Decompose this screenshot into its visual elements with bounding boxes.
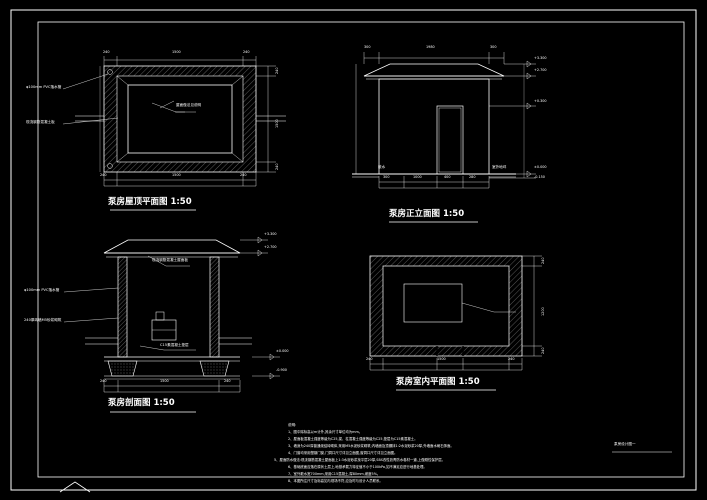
roof-plan-geometry xyxy=(62,56,286,211)
notes-item-2: 2、屋面板混凝土强度等级为C25,梁、柱混凝土强度等级为C25,垫层为C15素混… xyxy=(288,437,418,441)
front-level-5: -0.150 xyxy=(534,175,545,179)
section-level-1: +3.300 xyxy=(264,232,277,236)
roof-plan-dim-right-3: 240 xyxy=(275,163,279,170)
section-label-brickwall: 240厚砖墙M5砂浆砌筑 xyxy=(24,318,62,322)
roof-plan-dim-bot-3: 240 xyxy=(240,173,247,177)
front-level-2: +2.700 xyxy=(534,68,547,72)
section-label-downpipe: φ100mm PVC落水管 xyxy=(24,288,60,292)
interior-plan-geometry xyxy=(369,255,542,391)
notes-item-8: 8、本图所注尺寸及标高如与现场不符,应及时与设计人员联系。 xyxy=(288,479,383,483)
notes-item-7: 7、室外散水宽700mm,采用C15混凝土,厚80mm,坡度5%。 xyxy=(288,472,381,476)
roof-plan-title: 泵房屋顶平面图 1:50 xyxy=(108,197,192,207)
roof-plan-dim-top-2: 1500 xyxy=(172,50,181,54)
roof-plan-dim-right-2: 1500 xyxy=(275,119,279,128)
notes-item-1: 1、图中除标高以m计外,其余尺寸单位均为mm。 xyxy=(288,430,363,434)
roof-plan-label-downpipe: φ100mm PVC落水管 xyxy=(26,85,62,89)
front-dim-top-3: 300 xyxy=(490,45,497,49)
roof-plan-dim-bot-1: 240 xyxy=(100,173,107,177)
roof-plan-label-roofing: 屋面做法见说明 xyxy=(176,103,202,107)
notes-item-3: 3、墙身为240厚普通烧结砖砌体,采用M5水泥砂浆砌筑;内墙面及顶棚抹1:2水泥… xyxy=(288,444,454,448)
notes-heading: 说明: xyxy=(288,423,297,427)
section-label-cushion: C15素混凝土垫层 xyxy=(160,343,189,347)
notes-item-6: 6、基础底面应落在原状土层上,地基承载力特征值不小于100kPa,如不满足应进行… xyxy=(288,465,427,469)
front-level-4: ±0.000 xyxy=(534,165,547,169)
front-level-1: +3.300 xyxy=(534,56,547,60)
interior-dim-bot-1: 240 xyxy=(366,357,373,361)
section-title: 泵房剖面图 1:50 xyxy=(108,398,175,408)
interior-dim-right-1: 240 xyxy=(541,257,545,264)
notes-item-5: 5、屋面防水做法:现浇钢筋混凝土屋面板上1:3水泥砂浆找平层20厚,SBS改性沥… xyxy=(274,458,445,462)
interior-dim-right-2: 1200 xyxy=(541,307,545,316)
front-label-ground: 室外地坪 xyxy=(492,165,507,169)
roof-plan-dim-bot-2: 1500 xyxy=(172,173,181,177)
roof-plan-label-slab: 现浇钢筋混凝土板 xyxy=(26,120,55,124)
roof-plan-dim-right-1: 240 xyxy=(275,67,279,74)
section-dim-bot-3: 240 xyxy=(224,379,231,383)
front-elevation-title: 泵房正立面图 1:50 xyxy=(389,209,465,219)
interior-dim-right-3: 240 xyxy=(541,347,545,354)
section-label-roof-slab: 现浇钢筋混凝土屋面板 xyxy=(152,258,188,262)
titleblock-text: 泵房设计图一 xyxy=(614,442,636,446)
front-dim-top-2: 1980 xyxy=(426,45,435,49)
front-level-3: +0.300 xyxy=(534,99,547,103)
front-dim-bot-4: 280 xyxy=(469,175,476,179)
interior-dim-bot-3: 240 xyxy=(508,357,515,361)
section-geometry xyxy=(63,236,280,413)
section-level-2: +2.700 xyxy=(264,245,277,249)
front-dim-bot-3: 400 xyxy=(444,175,451,179)
interior-plan-title: 泵房室内平面图 1:50 xyxy=(396,377,480,387)
interior-dim-bot-2: 1500 xyxy=(437,357,446,361)
roof-plan-dim-top-1: 240 xyxy=(103,50,110,54)
front-dim-bot-1: 300 xyxy=(383,175,390,179)
roof-plan-dim-top-3: 240 xyxy=(243,50,250,54)
front-label-apron: 散水 xyxy=(378,165,386,169)
notes-item-4: 4、门窗均采用塑钢门窗,门洞口尺寸详见立面图,窗洞口尺寸详见立面图。 xyxy=(288,451,398,455)
front-elevation-geometry xyxy=(352,52,536,223)
section-dim-bot-2: 1500 xyxy=(160,379,169,383)
section-level-4: -0.900 xyxy=(276,368,287,372)
front-dim-top-1: 300 xyxy=(364,45,371,49)
section-level-3: ±0.000 xyxy=(276,349,289,353)
section-dim-bot-1: 240 xyxy=(100,379,107,383)
front-dim-bot-2: 1000 xyxy=(413,175,422,179)
